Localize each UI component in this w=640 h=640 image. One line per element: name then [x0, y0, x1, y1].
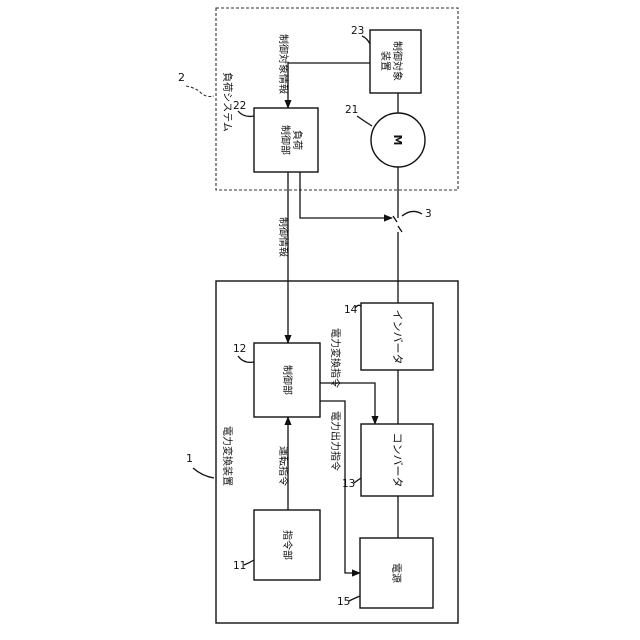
ref-controlled-device: 23: [351, 25, 364, 37]
ref-converter: 13: [342, 478, 355, 490]
inverter-label: インバータ: [391, 310, 404, 365]
load-controller-label-1: 負荷: [291, 130, 303, 150]
controlled-device-label-2: 装置: [379, 51, 392, 71]
controlled-device-label-1: 制御対象: [391, 41, 404, 81]
ref-power-converter: 1: [186, 452, 193, 465]
ref-wire: 3: [425, 208, 432, 220]
measurement-line: [300, 172, 392, 218]
ref-load-controller: 22: [233, 100, 246, 112]
ref-power-source-leader: [349, 596, 360, 601]
ref-controller-leader: [238, 356, 254, 362]
ref-inverter: 14: [344, 304, 358, 316]
wire-break: [393, 216, 402, 232]
power-output-command-label: 電力出力指令: [329, 411, 342, 471]
power-source-label: 電源: [390, 563, 403, 583]
operation-command-label: 運転指令: [277, 446, 290, 486]
control-target-info-label: 制御対象情報: [277, 34, 290, 94]
ref-motor-leader: [357, 116, 372, 126]
ref-command-unit: 11: [233, 560, 246, 572]
converter-label: コンバータ: [391, 433, 404, 488]
power-conversion-command-label: 電力変換指令: [329, 328, 342, 388]
ref-controlled-device-leader: [362, 36, 370, 44]
ref-load-system: 2: [178, 71, 185, 84]
ref-wire-leader: [402, 211, 422, 216]
ref-controller: 12: [233, 343, 246, 355]
motor-label: M: [391, 135, 404, 146]
load-controller-label-2: 制御部: [279, 125, 292, 155]
control-info-label: 制御情報: [277, 217, 290, 257]
command-unit-label: 指令部: [281, 530, 294, 560]
ref-load-system-leader: [186, 86, 214, 97]
load-system-label: 負荷システム: [221, 72, 233, 132]
ref-motor: 21: [345, 104, 358, 116]
power-converter-label: 電力変換装置: [221, 426, 234, 486]
ref-power-converter-leader: [193, 468, 214, 478]
control-target-info-line: [288, 63, 370, 108]
controller-label: 制御部: [281, 365, 294, 395]
power-conversion-command-line: [320, 383, 375, 424]
ref-power-source: 15: [337, 596, 350, 608]
load-system-frame: [216, 8, 458, 190]
